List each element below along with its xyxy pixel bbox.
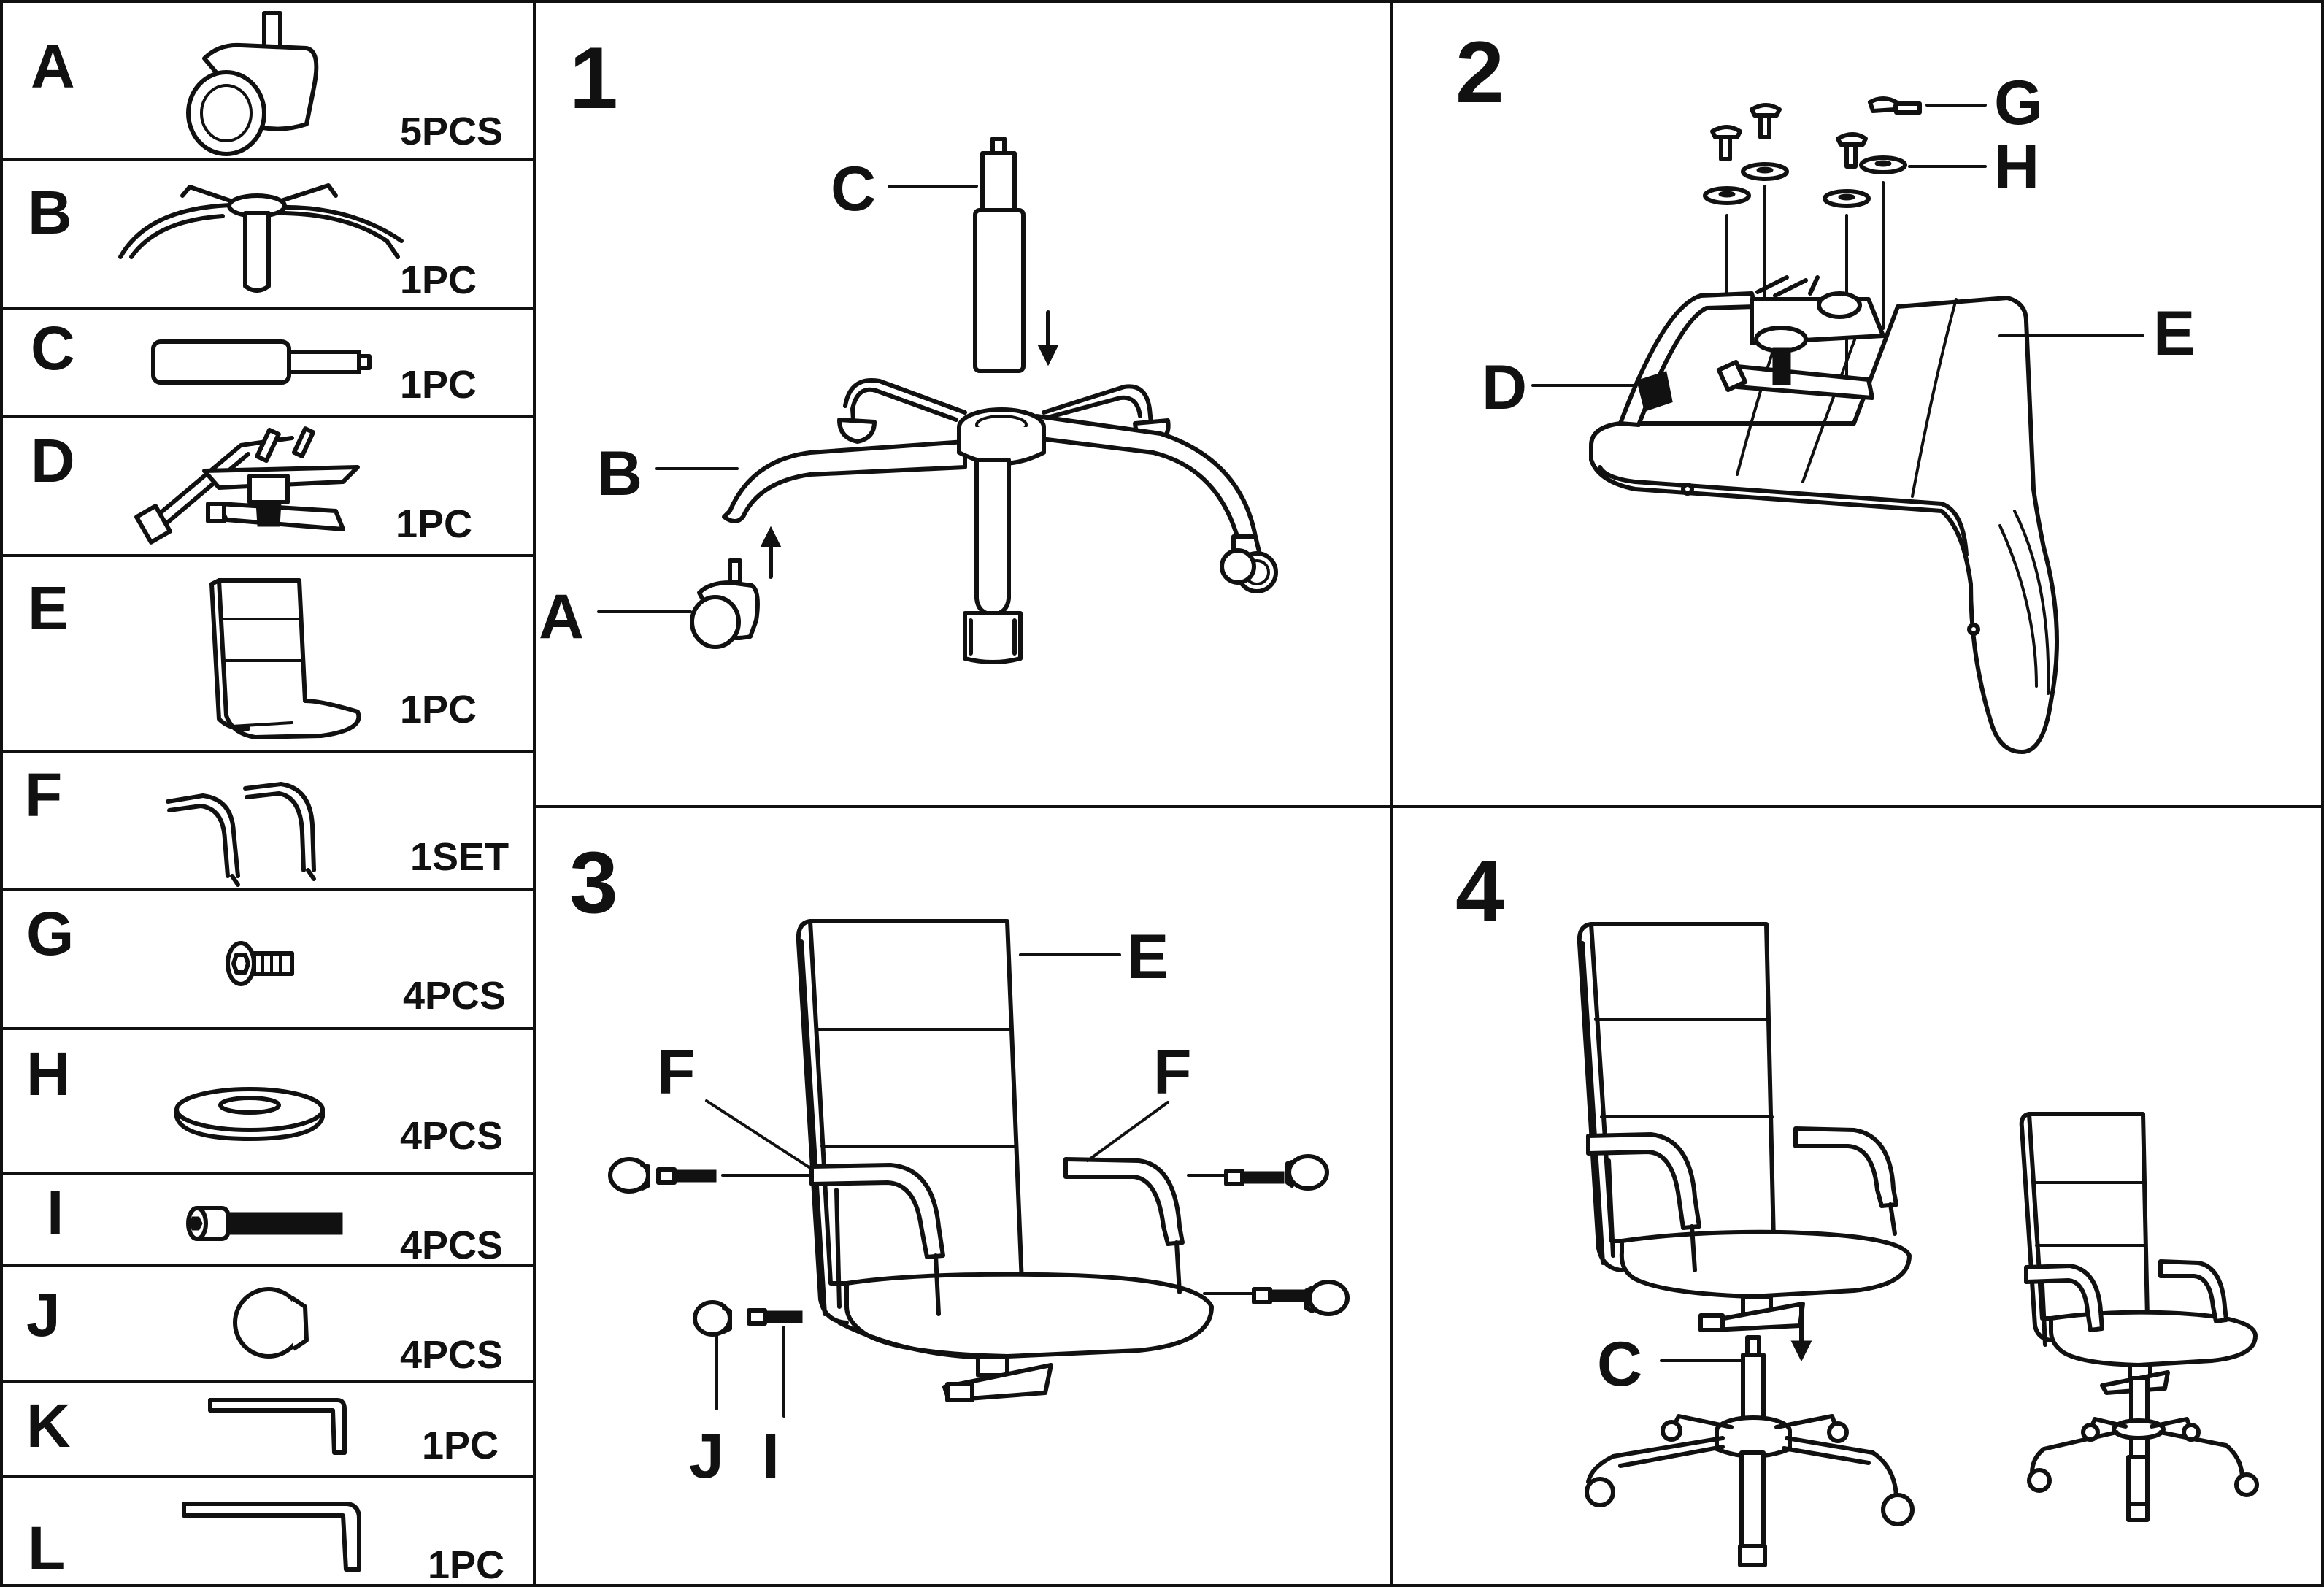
step-number: 2 <box>1455 23 1504 121</box>
tilt-mechanism-icon <box>1618 275 1885 427</box>
part-letter: E <box>28 574 69 642</box>
step-number: 4 <box>1455 842 1504 940</box>
part-row-f: F 1SET <box>25 761 509 887</box>
long-bolt-icon <box>186 1206 343 1241</box>
star-base-icon <box>722 378 1278 664</box>
part-qty: 1PC <box>400 363 477 407</box>
part-qty: 5PCS <box>400 109 503 153</box>
part-letter: H <box>26 1040 71 1108</box>
arrow-down-icon <box>1037 310 1059 366</box>
gas-cylinder-icon <box>151 339 372 385</box>
part-letter: I <box>47 1178 64 1247</box>
callout-label: E <box>2153 299 2195 369</box>
part-row-k: K 1PC <box>26 1391 499 1467</box>
callout-label: B <box>597 439 642 509</box>
washer-icon <box>1703 155 1907 208</box>
part-row-d: D 1PC <box>31 426 472 546</box>
callout-label: D <box>1482 353 1527 423</box>
part-letter: K <box>26 1391 71 1460</box>
part-qty: 1PC <box>400 688 477 731</box>
callout-label: E <box>1127 922 1169 992</box>
leader-line <box>1086 1101 1169 1162</box>
office-chair-icon <box>1577 922 1912 1332</box>
part-row-h: H 4PCS <box>26 1040 503 1158</box>
part-letter: F <box>25 761 62 829</box>
part-row-b: B 1PC <box>28 178 477 302</box>
callout-label: J <box>689 1421 724 1491</box>
callout-label: G <box>1994 68 2043 138</box>
part-row-g: G 4PCS <box>26 899 506 1018</box>
callout-label: A <box>539 582 584 652</box>
part-qty: 4PCS <box>400 1333 503 1377</box>
part-qty: 4PCS <box>400 1223 503 1267</box>
part-qty: 1PC <box>428 1543 504 1587</box>
arrow-up-icon <box>760 526 782 579</box>
gas-cylinder-icon <box>973 137 1026 373</box>
part-qty: 1PC <box>422 1423 499 1467</box>
part-row-i: I 4PCS <box>47 1178 503 1267</box>
caster-wheel-icon <box>186 11 319 156</box>
part-row-e: E 1PC <box>28 574 477 739</box>
part-row-c: C 1PC <box>31 314 477 407</box>
long-bolt-icon <box>656 1167 1312 1326</box>
callout-label: F <box>1153 1037 1192 1107</box>
step-number: 1 <box>569 29 618 127</box>
part-qty: 1SET <box>410 835 509 879</box>
part-row-a: A 5PCS <box>31 11 503 156</box>
parts-list: A 5PCS B 1PC <box>25 11 509 1587</box>
part-qty: 1PC <box>396 502 472 546</box>
completed-chair-icon <box>2019 1112 2259 1522</box>
part-row-l: L 1PC <box>28 1502 504 1587</box>
short-bolt-icon <box>226 941 294 986</box>
tilt-mechanism-icon <box>134 426 360 545</box>
part-qty: 4PCS <box>400 1114 503 1158</box>
star-base-icon <box>1585 1335 1915 1567</box>
cap-nut-icon <box>608 1154 1350 1337</box>
leader-line <box>705 1099 812 1169</box>
callout-label: C <box>831 154 876 224</box>
cap-nut-icon <box>233 1287 309 1359</box>
callout-label: H <box>1994 132 2039 202</box>
step-2-panel: 2 <box>1455 23 2195 754</box>
step-4-panel: 4 <box>1455 842 2259 1567</box>
step-1-panel: 1 <box>539 29 1278 664</box>
short-bolt-icon <box>1710 96 1922 169</box>
part-letter: J <box>26 1280 61 1349</box>
part-qty: 1PC <box>400 258 477 302</box>
callout-label: F <box>657 1037 696 1107</box>
part-letter: G <box>26 899 74 968</box>
part-letter: L <box>28 1514 65 1583</box>
star-base-icon <box>118 183 404 293</box>
callout-label: I <box>762 1421 780 1491</box>
step-number: 3 <box>569 834 618 931</box>
large-hex-key-icon <box>182 1502 361 1572</box>
part-letter: B <box>28 178 72 247</box>
part-qty: 4PCS <box>403 974 506 1018</box>
part-letter: D <box>31 426 75 495</box>
step-3-panel: 3 <box>569 834 1350 1491</box>
part-row-j: J 4PCS <box>26 1280 503 1377</box>
arrow-down-icon <box>1790 1304 1812 1362</box>
small-hex-key-icon <box>208 1398 347 1455</box>
armrests-icon <box>166 782 316 887</box>
callout-label: C <box>1597 1329 1642 1399</box>
seat-backrest-icon <box>796 919 1214 1402</box>
caster-wheel-icon <box>690 558 760 649</box>
seat-backrest-icon <box>209 578 361 739</box>
part-letter: A <box>31 32 75 101</box>
washer-icon <box>174 1087 325 1141</box>
part-letter: C <box>31 314 75 383</box>
